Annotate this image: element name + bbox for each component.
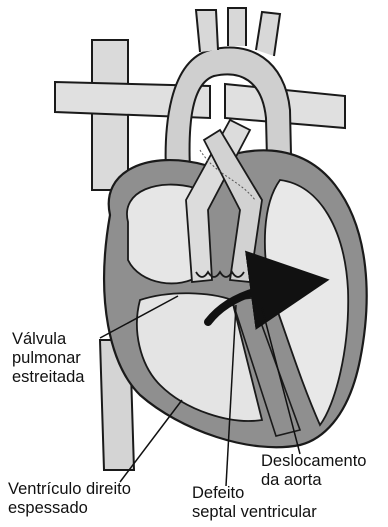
aortic-branch-3 [256, 12, 280, 56]
aortic-branch-1 [196, 10, 218, 52]
label-deslocamento-aorta: Deslocamento da aorta [261, 452, 366, 490]
label-ventriculo-direito: Ventrículo direito espessado [8, 480, 131, 518]
label-valvula-pulmonar: Válvula pulmonar estreitada [12, 330, 84, 387]
aortic-branch-2 [228, 8, 246, 46]
